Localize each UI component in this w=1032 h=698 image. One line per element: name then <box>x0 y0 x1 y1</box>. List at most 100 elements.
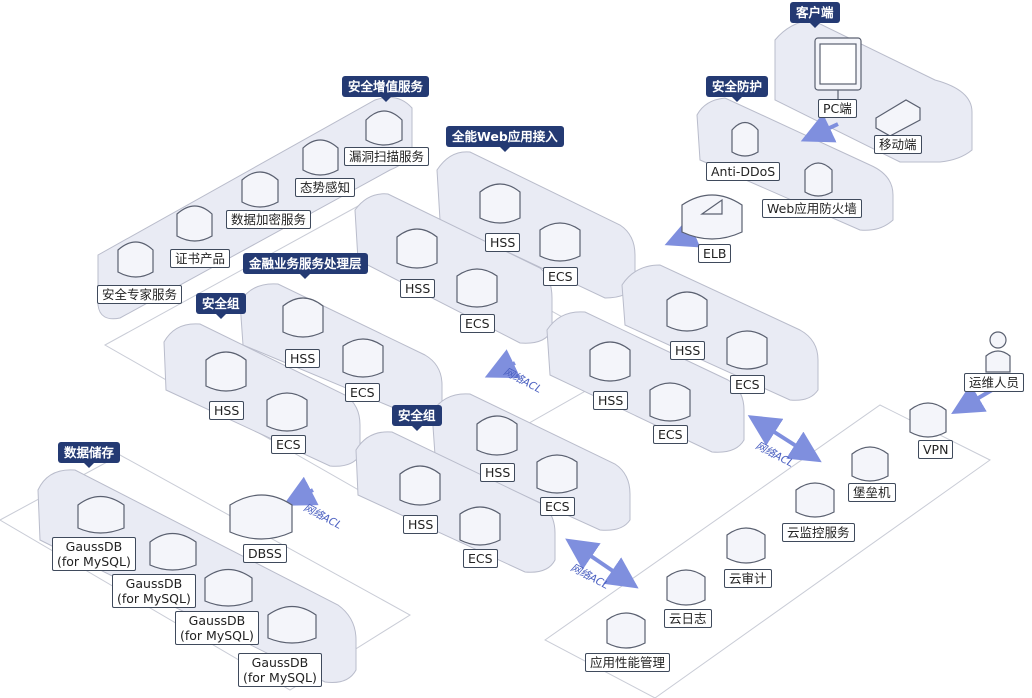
label-waf: Web应用防火墙 <box>762 199 862 218</box>
label-ecs: ECS <box>463 549 498 568</box>
hss-icon <box>666 291 708 332</box>
label-anti-ddos: Anti-DDoS <box>706 162 781 181</box>
label-hss: HSS <box>480 463 516 482</box>
label-ecs: ECS <box>543 267 578 286</box>
label-situation: 态势感知 <box>295 178 356 197</box>
label-hss: HSS <box>285 349 321 368</box>
label-gaussdb: GaussDB (for MySQL) <box>52 537 136 571</box>
tag-security-protect: 安全防护 <box>706 76 769 102</box>
tag-security-group: 安全组 <box>392 405 442 431</box>
label-vuln-scan: 漏洞扫描服务 <box>344 147 430 166</box>
label-cloud-monitor: 云监控服务 <box>782 523 855 542</box>
hss-icon <box>476 415 518 456</box>
label-cert: 证书产品 <box>170 249 231 268</box>
hss-icon <box>205 351 247 392</box>
ecs-icon <box>539 222 581 262</box>
label-elb: ELB <box>698 244 732 263</box>
elb-icon <box>681 194 743 240</box>
log-icon <box>666 569 706 606</box>
label-gaussdb: GaussDB (for MySQL) <box>112 574 196 608</box>
ecs-icon <box>266 392 308 432</box>
label-bastion: 堡垒机 <box>848 483 896 502</box>
gaussdb-line1: GaussDB <box>251 655 309 670</box>
audit-icon <box>726 527 766 564</box>
anti-ddos-icon <box>731 121 759 157</box>
ecs-icon <box>459 506 501 546</box>
hss-icon <box>282 297 324 338</box>
monitor-icon <box>814 37 862 100</box>
gaussdb-line2: (for MySQL) <box>57 554 131 569</box>
gaussdb-line2: (for MySQL) <box>180 628 254 643</box>
arrow-acl-mgmt <box>565 538 639 589</box>
tag-client: 客户端 <box>790 2 840 28</box>
label-dbss: DBSS <box>243 544 287 563</box>
arrow-acl-finance <box>484 349 521 379</box>
tag-data-storage: 数据储存 <box>58 442 121 468</box>
icons <box>77 37 1011 649</box>
arrow-ops-to-vpn <box>951 384 994 415</box>
label-ecs: ECS <box>345 383 380 402</box>
label-data-encrypt: 数据加密服务 <box>226 210 312 229</box>
label-hss: HSS <box>400 279 436 298</box>
apm-icon <box>606 612 646 649</box>
ecs-icon <box>649 382 691 422</box>
arrow-acl-ops <box>747 415 822 463</box>
label-hss: HSS <box>670 341 706 360</box>
gaussdb-icon <box>204 568 253 607</box>
label-ecs: ECS <box>730 375 765 394</box>
label-ecs: ECS <box>540 497 575 516</box>
person-icon <box>985 331 1011 373</box>
monitor-service-icon <box>795 482 835 518</box>
label-ops: 运维人员 <box>964 373 1025 392</box>
tag-security-value-added: 安全增值服务 <box>342 76 430 102</box>
label-mobile: 移动端 <box>874 135 922 154</box>
ecs-icon <box>342 338 384 378</box>
label-hss: HSS <box>403 515 439 534</box>
hss-icon <box>396 228 438 269</box>
cert-icon <box>176 205 213 242</box>
label-ecs: ECS <box>460 314 495 333</box>
hss-icon <box>479 183 521 224</box>
vpn-icon <box>909 402 947 438</box>
gaussdb-line2: (for MySQL) <box>117 591 191 606</box>
scan-icon <box>365 110 403 146</box>
gaussdb-icon <box>267 605 317 644</box>
ecs-icon <box>726 330 768 370</box>
gaussdb-line1: GaussDB <box>125 576 183 591</box>
gaussdb-line2: (for MySQL) <box>243 670 317 685</box>
label-ecs: ECS <box>271 435 306 454</box>
tag-finance-layer: 金融业务服务处理层 <box>243 253 368 279</box>
label-cloud-audit: 云审计 <box>724 569 772 588</box>
label-pc: PC端 <box>818 99 857 118</box>
label-vpn: VPN <box>918 440 954 459</box>
label-expert: 安全专家服务 <box>97 285 183 304</box>
arrow-acl-dbss <box>282 476 319 506</box>
dbss-icon <box>229 494 293 540</box>
gaussdb-icon <box>77 495 125 534</box>
gaussdb-icon <box>149 532 197 571</box>
hss-icon <box>589 341 631 382</box>
situation-icon <box>302 139 339 176</box>
bastion-icon <box>851 446 889 482</box>
expert-icon <box>117 241 154 278</box>
tag-security-group: 安全组 <box>196 293 246 319</box>
gaussdb-line1: GaussDB <box>65 539 123 554</box>
gaussdb-line1: GaussDB <box>188 613 246 628</box>
waf-icon <box>804 162 833 197</box>
tag-waf-access: 全能Web应用接入 <box>446 126 564 152</box>
label-gaussdb: GaussDB (for MySQL) <box>238 653 322 687</box>
label-cloud-log: 云日志 <box>664 609 712 628</box>
hss-icon <box>399 465 441 506</box>
sg2-platform-2 <box>355 431 556 573</box>
label-apm: 应用性能管理 <box>585 653 671 672</box>
label-gaussdb: GaussDB (for MySQL) <box>175 611 259 645</box>
label-hss: HSS <box>209 401 245 420</box>
encrypt-icon <box>241 171 279 208</box>
ecs-icon <box>536 454 578 494</box>
ecs-icon <box>456 268 498 308</box>
arrow-pc-to-protect <box>800 113 839 143</box>
mobile-icon <box>875 99 921 137</box>
label-hss: HSS <box>593 391 629 410</box>
label-hss: HSS <box>485 233 521 252</box>
